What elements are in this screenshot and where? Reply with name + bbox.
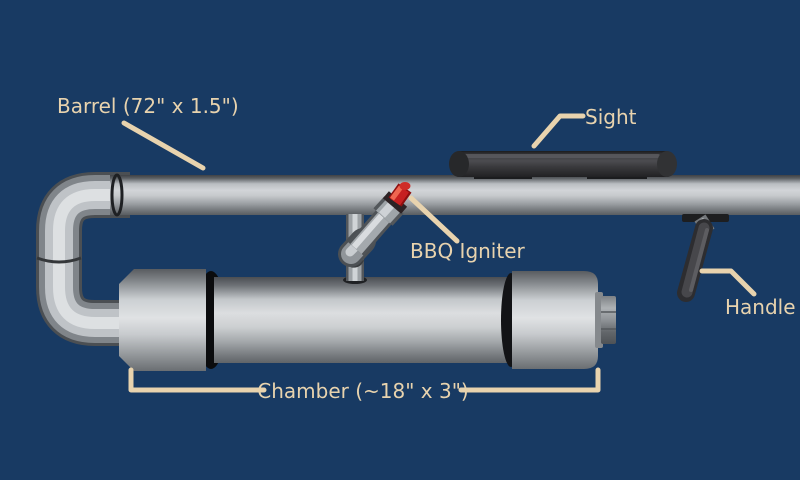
igniter-label: BBQ Igniter [410,239,526,263]
handle-assembly [677,214,729,302]
chamber-label: Chamber (~18" x 3") [257,379,468,403]
chamber-body [214,277,516,363]
elbow-joint-seam [36,256,82,264]
sight-left-end [449,151,469,177]
barrel-coupler-seam [110,173,124,217]
handle-label: Handle [725,295,796,319]
chamber-bracket-right [458,367,601,393]
igniter-assembly [338,182,412,284]
sight-highlight [462,154,660,158]
handle-leader-line [699,268,757,297]
igniter-leader-line [408,195,460,244]
sight-leader-line [531,113,586,149]
combustion-chamber [119,269,616,371]
igniter-button-tip [399,182,411,190]
chamber-left-cap [119,269,206,371]
barrel-leader-line [121,120,206,171]
elbow-assembly [36,172,130,346]
sight-label: Sight [585,105,637,129]
plug-facet-lines [601,311,616,330]
annotations: Barrel (72" x 1.5") Sight BBQ Igniter Ha… [57,94,796,403]
sight-right-end [657,151,677,177]
barrel-label: Barrel (72" x 1.5") [57,94,239,118]
chamber-right-cap [512,271,598,369]
barrel-pipe [110,173,800,217]
chamber-end-plug [601,296,616,344]
sight-assembly [449,151,677,179]
chamber-bracket-left [128,367,267,393]
